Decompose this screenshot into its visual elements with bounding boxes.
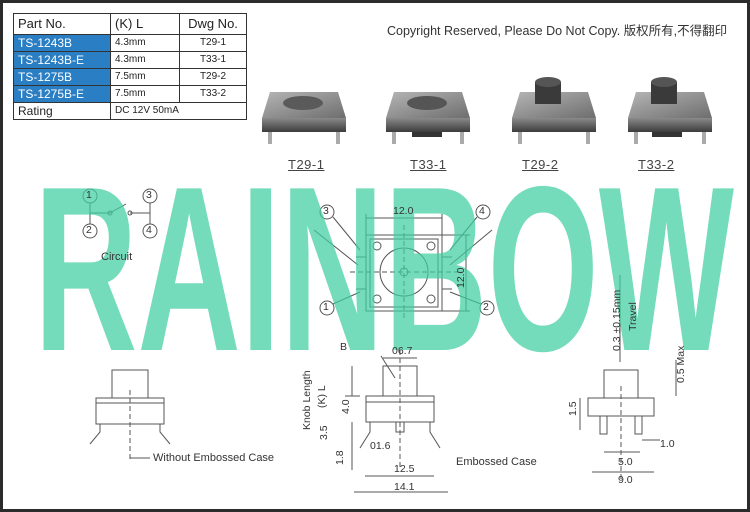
switch-photo-t29-1 — [262, 92, 346, 144]
drawing-label-t29-2: T29-2 — [522, 157, 559, 172]
table-row: TS-1243B 4.3mm T29-1 — [13, 34, 247, 52]
table-row: TS-1275B 7.5mm T29-2 — [13, 68, 247, 86]
circuit-symbol — [82, 188, 158, 239]
drawing-label-t33-2: T33-2 — [638, 157, 675, 172]
kl-label: (K) L — [316, 385, 328, 408]
dim-w10: 1.0 — [660, 438, 675, 450]
circuit-pin-1: 1 — [86, 189, 92, 201]
label-b: B — [340, 341, 348, 353]
dim-side-height: 12.0 — [455, 267, 467, 288]
rainbow-watermark: RAINBOW — [34, 150, 734, 360]
dim-h35: 3.5 — [318, 425, 330, 440]
note-without-embossed: Without Embossed Case — [153, 452, 275, 464]
dim-top-width: 12.0 — [393, 205, 414, 217]
top-pin-3: 3 — [323, 205, 329, 217]
rating-label: Rating — [13, 102, 111, 120]
rating-value: DC 12V 50mA — [110, 102, 247, 120]
switch-photo-t33-1 — [386, 92, 470, 144]
side-view-left — [89, 369, 171, 460]
circuit-pin-4: 4 — [146, 224, 152, 236]
top-pin-1: 1 — [323, 301, 329, 313]
side-view-center — [345, 350, 448, 493]
dim-h15: 1.5 — [567, 401, 579, 416]
dim-max: 0.5 Max — [675, 345, 687, 383]
header-dwg-no: Dwg No. — [179, 13, 247, 35]
dim-pin-dia: 01.6 — [370, 440, 391, 452]
header-kl: (K) L — [110, 13, 180, 35]
switch-photo-t29-2 — [512, 77, 596, 144]
table-row: TS-1275B-E 7.5mm T33-2 — [13, 85, 247, 103]
dim-travel: 0.3 ±0.15mm — [611, 289, 623, 351]
watermark-text: RAINBOW — [34, 150, 734, 360]
dim-h18: 1.8 — [334, 450, 346, 465]
top-view-drawing — [313, 204, 495, 320]
dim-w90: 9.0 — [618, 474, 633, 486]
side-view-right — [579, 275, 677, 480]
part-cell: TS-1243B-E — [13, 51, 111, 69]
circuit-label: Circuit — [101, 251, 133, 263]
dim-w50: 5.0 — [618, 456, 633, 468]
circuit-pin-2: 2 — [86, 224, 92, 236]
circuit-pin-3: 3 — [146, 189, 152, 201]
spec-table: Part No. (K) L Dwg No. TS-1243B 4.3mm T2… — [13, 13, 247, 120]
note-embossed-case: Embossed Case — [456, 456, 537, 468]
rating-row: Rating DC 12V 50mA — [13, 102, 247, 120]
dim-w141: 14.1 — [394, 481, 415, 493]
dim-h40: 4.0 — [340, 399, 352, 414]
drawing-label-t29-1: T29-1 — [288, 157, 325, 172]
part-cell: TS-1275B — [13, 68, 111, 86]
dim-w125: 12.5 — [394, 463, 415, 475]
dim-knob: 06.7 — [392, 345, 413, 357]
knob-length-label: Knob Length — [301, 370, 313, 430]
switch-photo-t33-2 — [628, 77, 712, 144]
top-pin-2: 2 — [483, 301, 489, 313]
drawing-label-t33-1: T33-1 — [410, 157, 447, 172]
travel-label: Travel — [627, 302, 639, 331]
top-pin-4: 4 — [479, 205, 485, 217]
copyright-notice: Copyright Reserved, Please Do Not Copy. … — [387, 24, 728, 38]
table-header-row: Part No. (K) L Dwg No. — [13, 13, 247, 35]
part-cell: TS-1275B-E — [13, 85, 111, 103]
